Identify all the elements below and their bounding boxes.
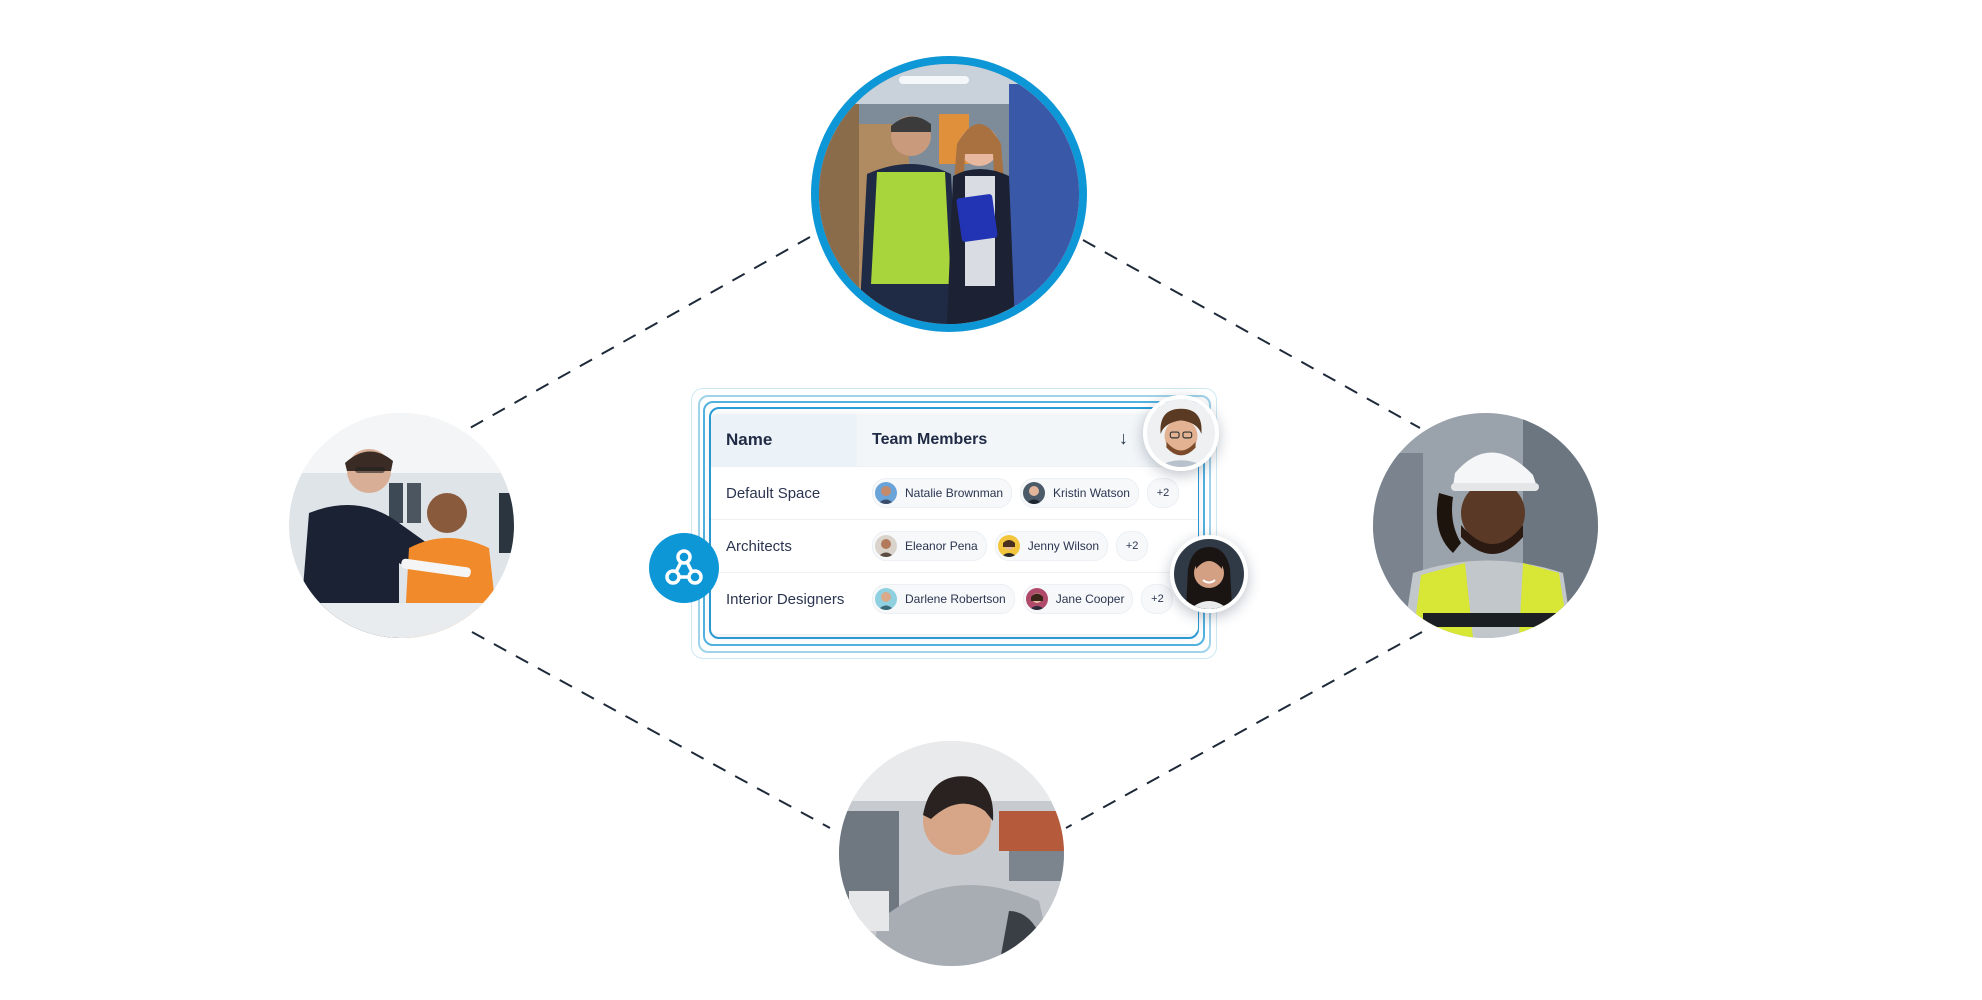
member-name: Darlene Robertson: [905, 592, 1006, 606]
card-frame-inner: [709, 407, 1199, 639]
office-handshake-photo: [289, 413, 514, 638]
table-row[interactable]: Architects Eleanor Pena Jenny Wilson +2: [711, 519, 1198, 572]
connector-bottom-right: [1065, 631, 1423, 829]
column-header-team-members-label: Team Members: [872, 431, 988, 448]
member-name: Kristin Watson: [1053, 486, 1130, 500]
member-name: Jane Cooper: [1055, 592, 1125, 606]
card-frame-3: [703, 401, 1205, 646]
avatar: [875, 588, 897, 610]
member-chip[interactable]: Eleanor Pena: [872, 531, 987, 561]
avatar: [875, 482, 897, 504]
smiling-woman-avatar: [1170, 535, 1248, 613]
member-chip[interactable]: Kristin Watson: [1020, 478, 1139, 508]
member-chip[interactable]: Jane Cooper: [1022, 584, 1134, 614]
avatar: [1023, 482, 1046, 504]
team-members-table: Name Team Members ↓ Default Space Natali…: [711, 414, 1198, 634]
more-members-badge[interactable]: +2: [1146, 478, 1179, 508]
construction-worker-photo: [1373, 413, 1598, 638]
office-worker-photo: [839, 741, 1064, 966]
member-name: Eleanor Pena: [905, 539, 978, 553]
table-row[interactable]: Default Space Natalie Brownman Kristin W…: [711, 466, 1198, 519]
team-members-list: Natalie Brownman Kristin Watson +2: [857, 478, 1198, 508]
team-name: Default Space: [726, 484, 821, 502]
team-name: Architects: [726, 537, 792, 555]
connector-bottom-left: [471, 631, 831, 829]
table-row[interactable]: Interior Designers Darlene Robertson Jan…: [711, 572, 1198, 625]
more-members-badge[interactable]: +2: [1116, 531, 1149, 561]
member-name: Jenny Wilson: [1027, 539, 1100, 553]
member-chip[interactable]: Darlene Robertson: [872, 584, 1015, 614]
warehouse-workers-photo: [811, 56, 1087, 332]
card-frame-2: [698, 395, 1211, 653]
column-header-team-members[interactable]: Team Members ↓: [857, 414, 1198, 466]
column-header-name[interactable]: Name: [711, 414, 857, 466]
avatar: [875, 535, 897, 557]
avatar: [1025, 588, 1048, 610]
member-name: Natalie Brownman: [905, 486, 1004, 500]
team-members-list: Darlene Robertson Jane Cooper +2: [857, 584, 1198, 614]
curly-haired-man-avatar: [1143, 395, 1219, 471]
team-members-list: Eleanor Pena Jenny Wilson +2: [857, 531, 1198, 561]
more-members-badge[interactable]: +2: [1141, 584, 1174, 614]
member-chip[interactable]: Jenny Wilson: [994, 531, 1109, 561]
team-name: Interior Designers: [726, 590, 845, 608]
avatar: [997, 535, 1020, 557]
member-chip[interactable]: Natalie Brownman: [872, 478, 1013, 508]
card-frame-outer: [691, 388, 1217, 659]
three-connected-nodes-icon: [649, 533, 719, 603]
table-header: Name Team Members ↓: [711, 414, 1198, 466]
arrow-down-icon[interactable]: ↓: [1119, 428, 1128, 448]
